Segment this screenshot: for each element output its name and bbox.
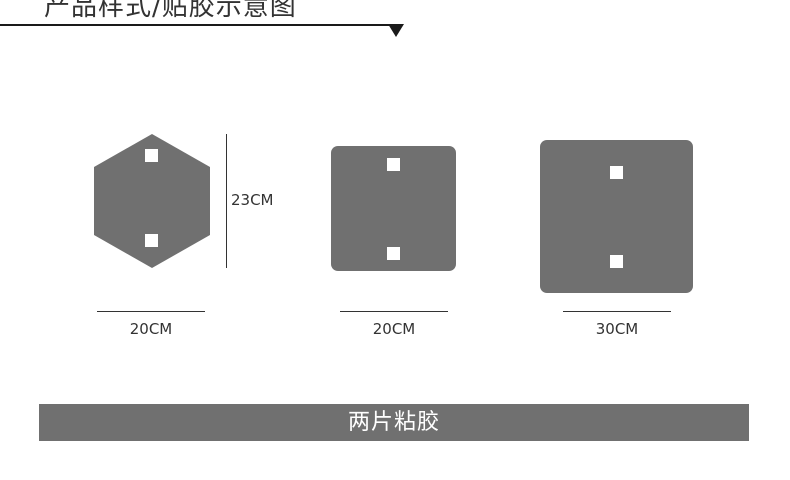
square-mirror-large	[540, 140, 693, 293]
width-dimension-line-hexagon	[97, 311, 205, 312]
width-dimension-label-hexagon: 20CM	[129, 320, 173, 338]
width-dimension-label-small-square: 20CM	[372, 320, 416, 338]
title-underline	[0, 24, 398, 26]
section-title: 产品样式/贴胶示意图	[44, 0, 297, 22]
width-dimension-line-large-square	[563, 311, 671, 312]
title-arrow-icon	[388, 24, 404, 37]
width-dimension-label-large-square: 30CM	[595, 320, 639, 338]
adhesive-pad-bottom	[145, 234, 158, 247]
adhesive-count-banner: 两片粘胶	[39, 404, 749, 441]
adhesive-pad-top	[145, 149, 158, 162]
hexagon-mirror	[94, 134, 210, 268]
adhesive-pad-top	[387, 158, 400, 171]
adhesive-pad-bottom	[387, 247, 400, 260]
adhesive-pad-bottom	[610, 255, 623, 268]
adhesive-pad-top	[610, 166, 623, 179]
height-dimension-line	[226, 134, 227, 268]
width-dimension-line-small-square	[340, 311, 448, 312]
height-dimension-label: 23CM	[231, 191, 274, 209]
